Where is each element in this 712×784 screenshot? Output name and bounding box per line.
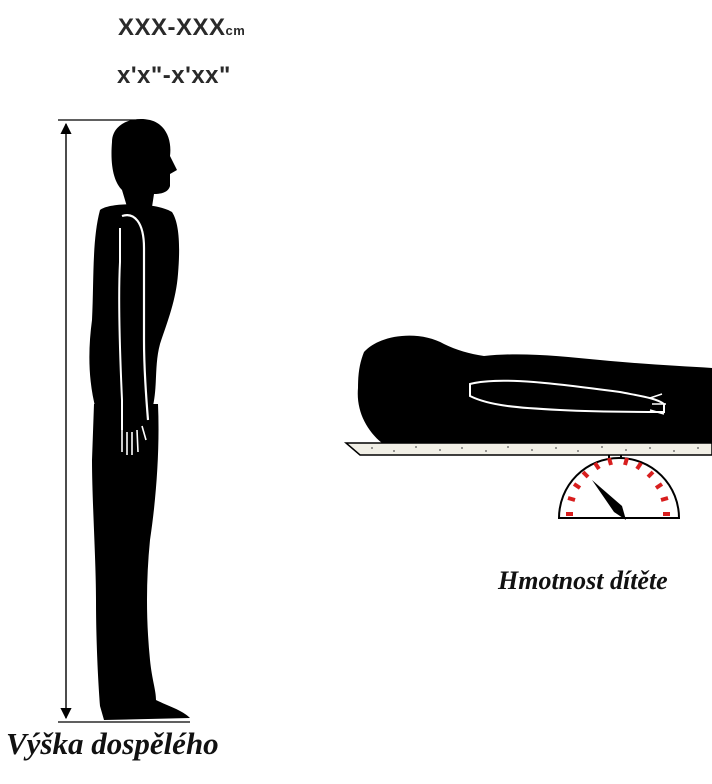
child-weight-caption: Hmotnost dítěte <box>498 566 668 596</box>
adult-silhouette <box>89 119 190 720</box>
child-silhouette <box>358 336 712 443</box>
adult-height-caption: Výška dospělého <box>6 726 219 762</box>
weighing-scale-gauge <box>559 455 679 520</box>
scale-board <box>346 443 712 455</box>
